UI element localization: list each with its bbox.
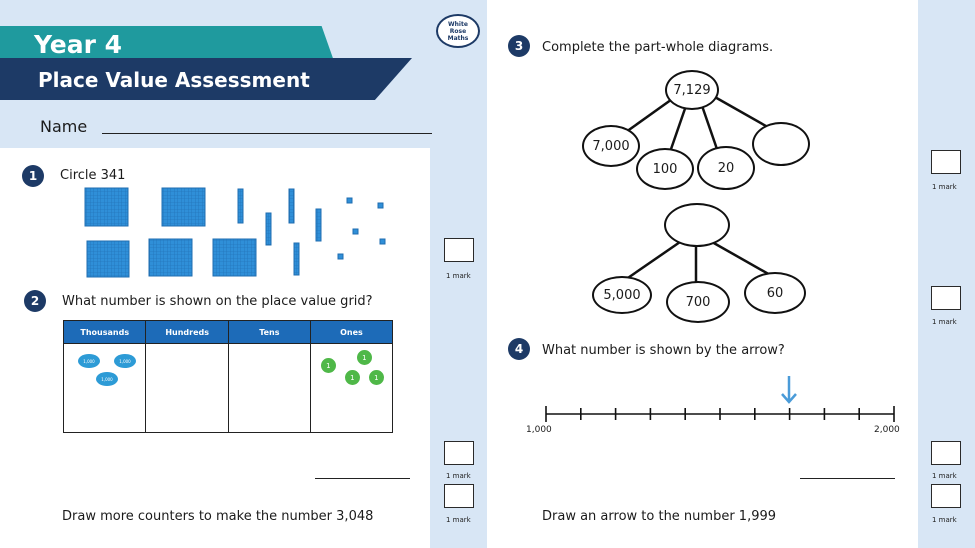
name-input-line[interactable] (102, 133, 432, 134)
question-2-text: What number is shown on the place value … (62, 294, 373, 309)
number-line-start-label: 1,000 (526, 425, 552, 435)
thousand-counter: 1,000 (96, 372, 118, 386)
one-counter: 1 (344, 370, 360, 385)
one-cube (346, 197, 353, 204)
one-cube (337, 253, 344, 260)
question-3-text: Complete the part-whole diagrams. (542, 40, 774, 55)
white-rose-logo: White Rose Maths (436, 14, 480, 48)
part-circle[interactable]: 700 (666, 281, 730, 323)
one-counter: 1 (356, 350, 372, 365)
hundred-block (148, 238, 193, 277)
mark-box[interactable] (931, 441, 961, 465)
ten-rod (237, 188, 244, 224)
empty-whole-circle[interactable] (664, 203, 730, 247)
number-line[interactable] (530, 372, 910, 422)
ten-rod (315, 208, 322, 242)
part-circle[interactable]: 7,000 (582, 125, 640, 167)
one-cube (379, 238, 386, 245)
thousand-counter: 1,000 (114, 354, 136, 368)
whole-value: 7,129 (673, 82, 711, 98)
one-counter: 1 (368, 370, 384, 385)
mark-label: 1 mark (446, 472, 471, 480)
answer-line[interactable] (800, 478, 895, 479)
thousands-cell[interactable]: 1,000 1,000 1,000 (62, 343, 147, 433)
hundred-block (84, 187, 129, 227)
subtitle-banner (0, 58, 412, 100)
name-label: Name (40, 117, 88, 136)
mark-label: 1 mark (932, 516, 957, 524)
mark-label: 1 mark (932, 318, 957, 326)
part-value: 700 (685, 294, 711, 310)
hundred-block (161, 187, 206, 227)
thousand-counter: 1,000 (78, 354, 100, 368)
ones-cell[interactable]: 1 1 1 1 (309, 343, 394, 433)
number-line-end-label: 2,000 (874, 425, 900, 435)
column-header: Thousands (62, 320, 147, 344)
mark-label: 1 mark (932, 472, 957, 480)
mark-box[interactable] (444, 441, 474, 465)
page-subtitle: Place Value Assessment (38, 68, 310, 92)
arrow-icon (781, 376, 797, 404)
part-value: 5,000 (603, 287, 641, 303)
part-whole-diagram-2-lines (621, 240, 773, 284)
part-value: 100 (652, 161, 678, 177)
ten-rod (288, 188, 295, 224)
hundred-block (212, 238, 257, 277)
empty-part-circle[interactable] (752, 122, 810, 166)
part-circle[interactable]: 20 (697, 146, 755, 190)
question-number-badge: 4 (508, 338, 530, 360)
mark-label: 1 mark (932, 183, 957, 191)
logo-text: Maths (447, 34, 469, 42)
part-value: 20 (717, 160, 735, 176)
question-1-text: Circle 341 (60, 168, 126, 183)
part-value: 7,000 (592, 138, 630, 154)
hundreds-cell[interactable] (145, 343, 229, 433)
year-banner (0, 26, 335, 64)
mark-box[interactable] (931, 484, 961, 508)
column-header: Hundreds (145, 320, 229, 344)
year-title: Year 4 (34, 30, 123, 59)
tens-cell[interactable] (227, 343, 311, 433)
part-circle[interactable]: 100 (636, 148, 694, 190)
one-cube (377, 202, 384, 209)
whole-circle[interactable]: 7,129 (665, 70, 719, 110)
mark-box[interactable] (931, 150, 961, 174)
logo-text: Rose (449, 27, 467, 35)
logo-text: White (448, 20, 468, 28)
part-value: 60 (766, 285, 784, 301)
part-circle[interactable]: 5,000 (592, 276, 652, 314)
mark-box[interactable] (931, 286, 961, 310)
right-margin-panel (918, 0, 975, 548)
question-4-follow-up: Draw an arrow to the number 1,999 (542, 509, 777, 524)
ten-rod (293, 242, 300, 276)
one-cube (352, 228, 359, 235)
base-ten-blocks[interactable] (80, 185, 400, 280)
place-value-grid: Thousands Hundreds Tens Ones 1,000 1,000… (62, 320, 394, 433)
ten-rod (265, 212, 272, 246)
question-number-badge: 1 (22, 165, 44, 187)
column-header: Ones (309, 320, 394, 344)
part-circle[interactable]: 60 (744, 272, 806, 314)
column-header: Tens (227, 320, 311, 344)
question-4-text: What number is shown by the arrow? (542, 343, 785, 358)
answer-line[interactable] (315, 478, 410, 479)
mark-box[interactable] (444, 238, 474, 262)
one-counter: 1 (320, 358, 336, 373)
hundred-block (86, 240, 130, 278)
question-number-badge: 3 (508, 35, 530, 57)
mark-box[interactable] (444, 484, 474, 508)
question-2-follow-up: Draw more counters to make the number 3,… (62, 509, 374, 524)
mark-label: 1 mark (446, 272, 471, 280)
mark-label: 1 mark (446, 516, 471, 524)
question-number-badge: 2 (24, 290, 46, 312)
